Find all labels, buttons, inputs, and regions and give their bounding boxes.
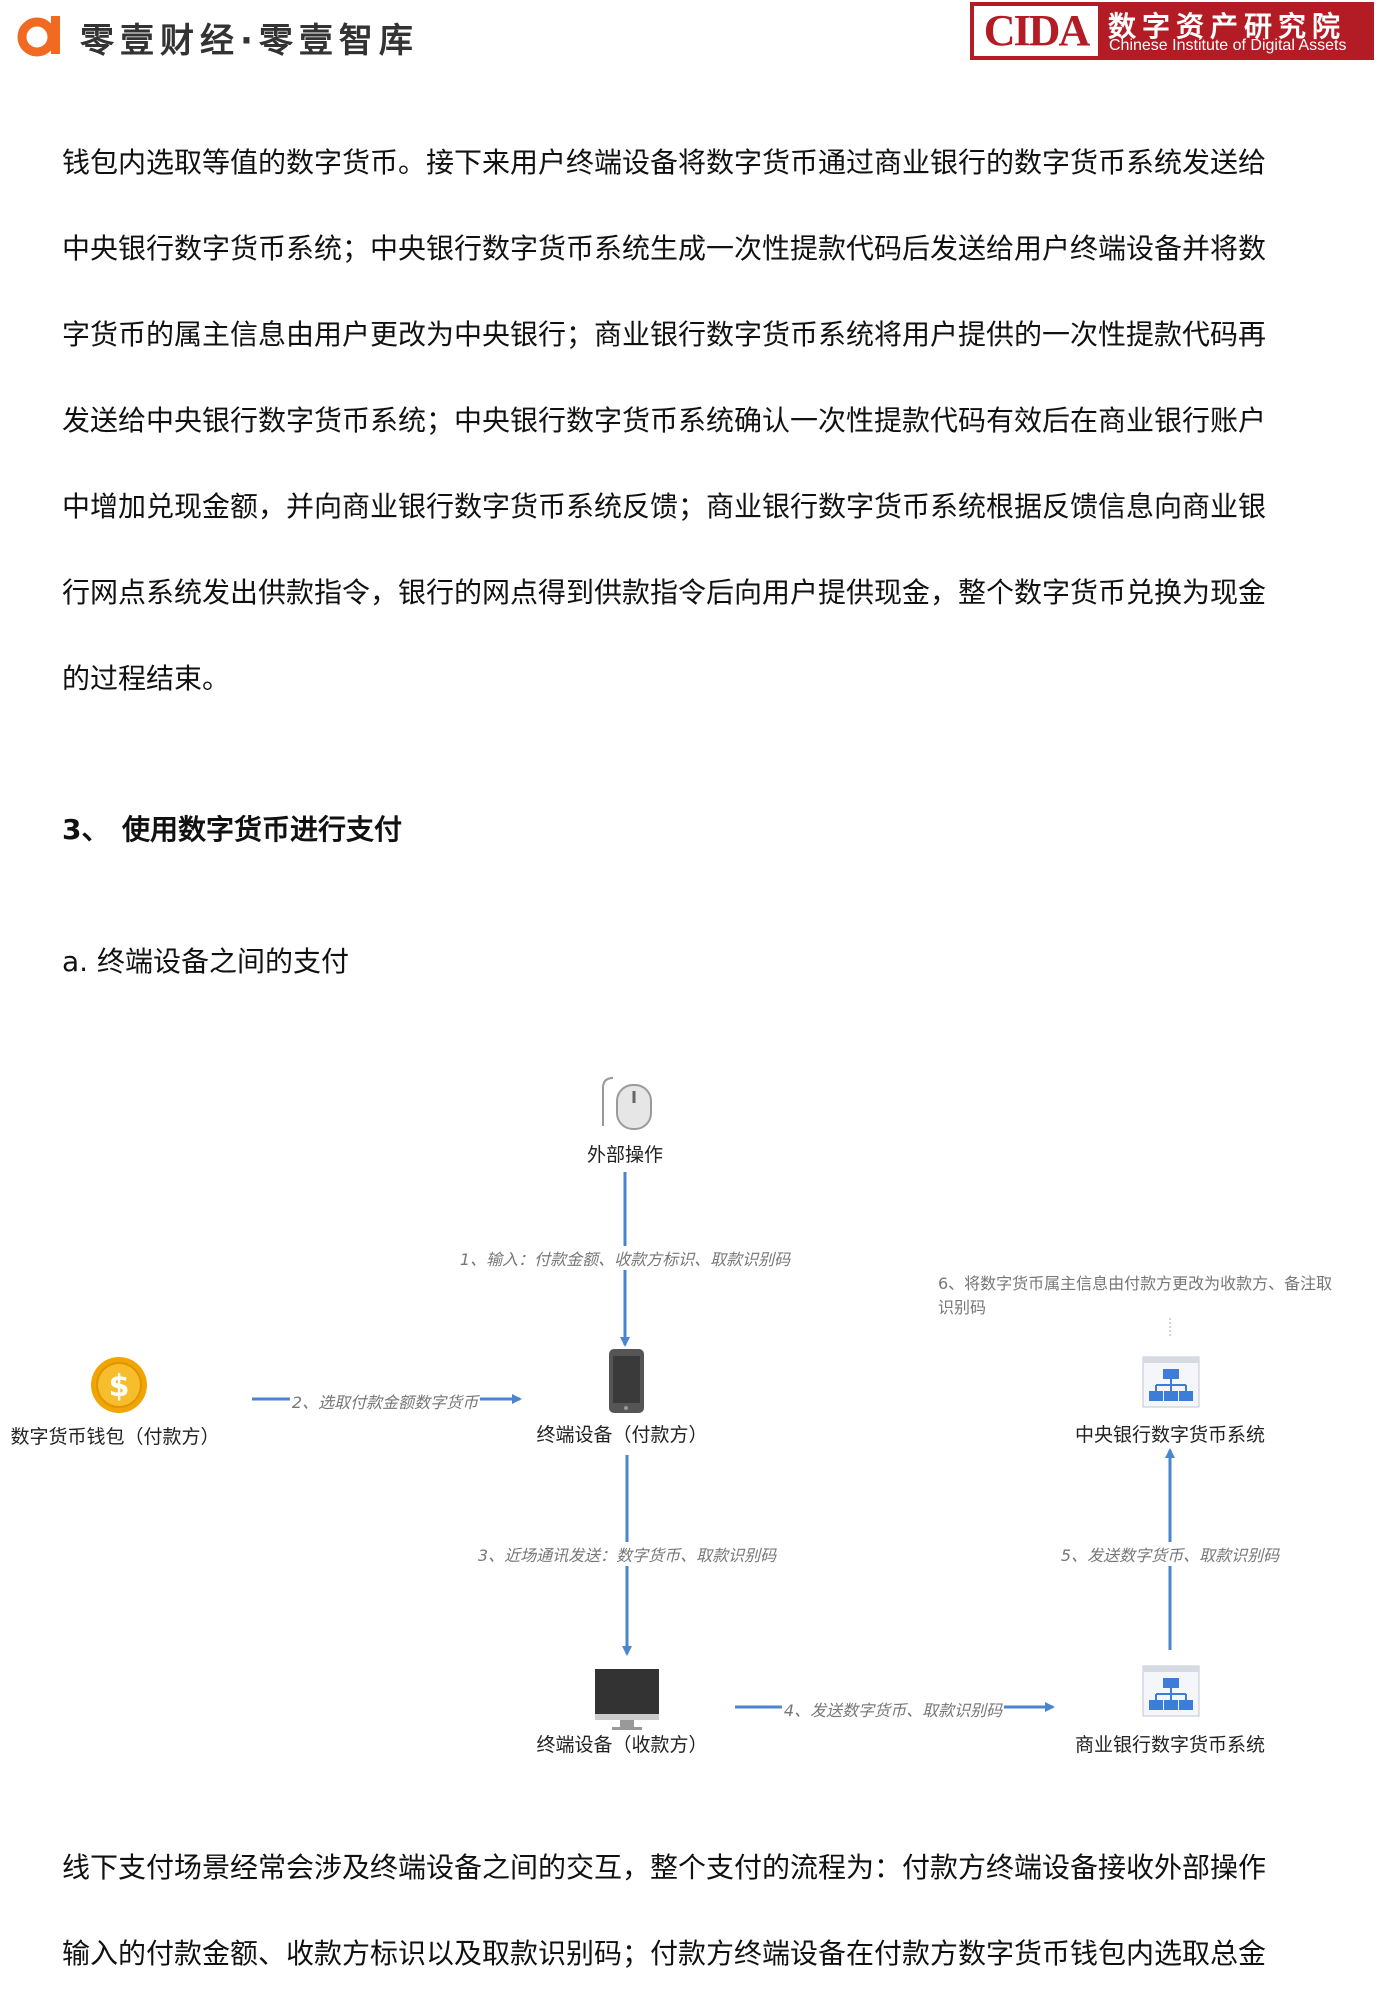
paragraph-line: 线下支付场景经常会涉及终端设备之间的交互，整个支付的流程为：付款方终端设备接收外… [62,1851,1267,1884]
node-commercial-bank-system: 商业银行数字货币系统 [1074,1734,1266,1756]
section-number: 3、 [62,813,110,846]
paragraph-line: 的过程结束。 [62,662,231,695]
monitor-icon [595,1669,659,1730]
mouse-icon [602,1077,652,1130]
node-payee-device: 终端设备（收款方） [536,1734,708,1756]
cida-logo: CIDA 数字资产研究院 Chinese Institute of Digita… [970,2,1374,60]
note-ownership-change: 6、将数字货币属主信息由付款方更改为收款方、备注取 识别码 [938,1272,1378,1320]
note-line: 6、将数字货币属主信息由付款方更改为收款方、备注取 [938,1274,1333,1293]
edge-label-input: 1、输入：付款金额、收款方标识、取款识别码 [457,1246,793,1270]
paragraph-line: 输入的付款金额、收款方标识以及取款识别码；付款方终端设备在付款方数字货币钱包内选… [62,1937,1267,1970]
paragraph-line: 发送给中央银行数字货币系统；中央银行数字货币系统确认一次性提款代码有效后在商业银… [62,404,1267,437]
subsection-heading: a. 终端设备之间的支付 [62,945,349,978]
closing-paragraph: 线下支付场景经常会涉及终端设备之间的交互，整个支付的流程为：付款方终端设备接收外… [62,1825,1320,1997]
svg-text:$: $ [109,1369,130,1404]
diagram-canvas: $ [91,1077,1200,1730]
org-chart-icon [1142,1356,1200,1408]
node-central-bank-system: 中央银行数字货币系统 [1074,1424,1266,1446]
smartphone-icon [609,1349,644,1413]
brand-name: 零壹财经·零壹智库 [80,21,419,61]
edge-label-nfc-send: 3、近场通讯发送：数字货币、取款识别码 [475,1542,779,1566]
paragraph-line: 行网点系统发出供款指令，银行的网点得到供款指令后向用户提供现金，整个数字货币兑换… [62,576,1267,609]
paragraph-line: 钱包内选取等值的数字货币。接下来用户终端设备将数字货币通过商业银行的数字货币系统… [62,146,1267,179]
dollar-coin-icon: $ [91,1357,147,1413]
org-chart-icon [1142,1665,1200,1717]
edge-label-select-currency: 2、选取付款金额数字货币 [289,1389,481,1413]
cida-english-name: Chinese Institute of Digital Assets [1109,37,1347,54]
note-line: 识别码 [938,1298,987,1317]
node-wallet: 数字货币钱包（付款方） [10,1426,220,1448]
paragraph-line: 字货币的属主信息由用户更改为中央银行；商业银行数字货币系统将用户提供的一次性提款… [62,318,1267,351]
section-title: 使用数字货币进行支付 [122,813,403,846]
page-header: 零壹财经·零壹智库 CIDA 数字资产研究院 Chinese Institute… [0,0,1378,72]
paragraph-line: 中增加兑现金额，并向商业银行数字货币系统反馈；商业银行数字货币系统根据反馈信息向… [62,490,1267,523]
edge-label-send-to-central: 5、发送数字货币、取款识别码 [1058,1542,1282,1566]
edge-label-send-to-commercial: 4、发送数字货币、取款识别码 [781,1697,1005,1721]
paragraph-line: 中央银行数字货币系统；中央银行数字货币系统生成一次性提款代码后发送给用户终端设备… [62,232,1267,265]
section-heading: 3、使用数字货币进行支付 [62,808,402,848]
lingyi-logo-icon [17,16,60,57]
cida-chinese-name: 数字资产研究院 [1108,10,1347,43]
intro-paragraph: 钱包内选取等值的数字货币。接下来用户终端设备将数字货币通过商业银行的数字货币系统… [62,120,1320,722]
cida-letters: CIDA [983,6,1090,55]
cida-letter-box: CIDA [974,6,1098,56]
node-external-operation: 外部操作 [586,1144,664,1166]
payment-flow-diagram: $ [0,1060,1378,1780]
node-payer-device: 终端设备（付款方） [536,1424,708,1446]
